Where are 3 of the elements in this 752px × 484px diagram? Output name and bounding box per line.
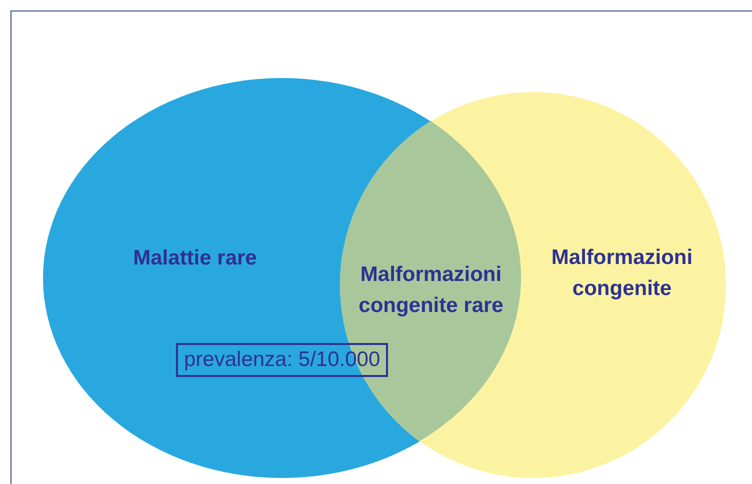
- set-label: Malformazioni congenite rare: [358, 262, 504, 319]
- set-label: Malformazioni congenite: [550, 245, 694, 302]
- set-label: Malattie rare: [133, 246, 257, 272]
